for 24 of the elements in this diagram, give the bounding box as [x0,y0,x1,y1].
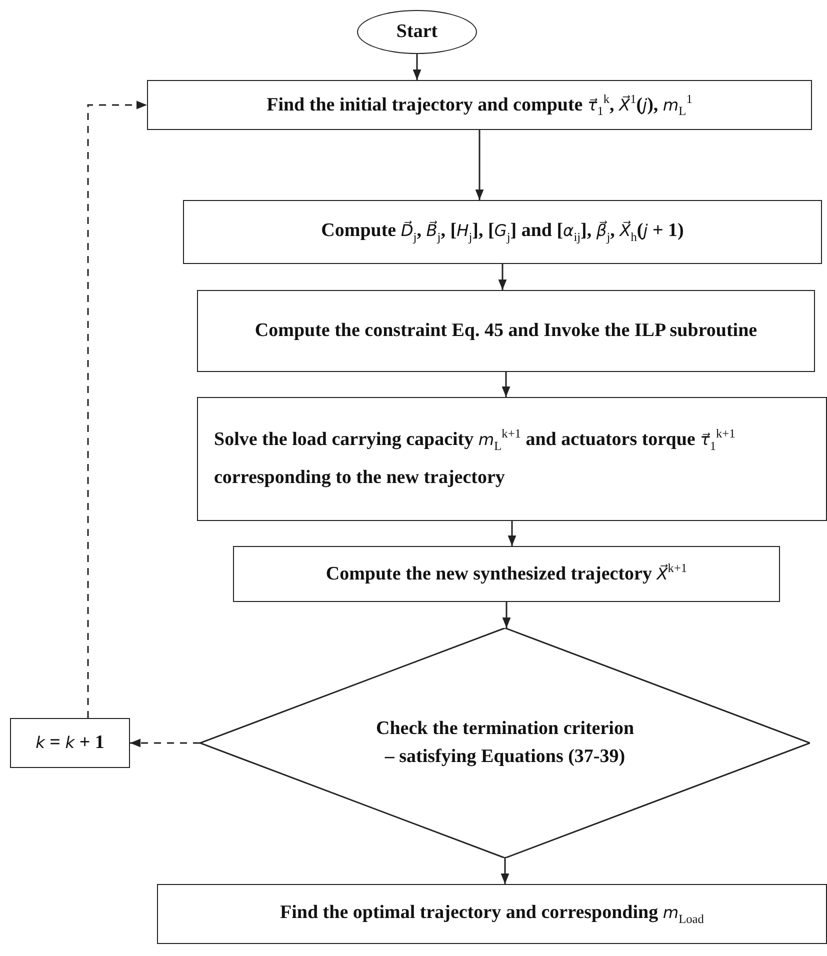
arrow [498,264,507,290]
process-box [233,546,780,602]
arrow [502,372,510,397]
process-box [183,200,822,264]
node-text: Compute the constraint Eq. 45 and Invoke the ILP subroutine [254,318,758,343]
node-text: Compute D⃗$_{j}$, B⃗$_{j}$, [H$_{j}$], [G$_{j}$] and [α$_{ij}$], β⃗$_{j}$, X⃗$_{h}$(j + 1) [320,219,685,246]
process-box [197,397,827,521]
process-box [147,80,812,130]
node-text: Compute the new synthesized trajectory X⃗$^{k+1}$ [324,560,688,586]
process-box [10,718,130,768]
arrow [475,130,484,200]
arrow [502,602,511,628]
node-text: Check the termination criterion – satisfying Equations (37-39) [374,716,636,769]
arrow [130,738,200,748]
node-text: Start [395,20,439,44]
process-box [197,290,815,372]
node-text: Find the optimal trajectory and corresponding m$_{Load}$ [279,901,705,928]
arrow [412,54,422,80]
arrow [500,858,510,884]
decision-diamond [200,628,810,858]
arrow [87,100,147,718]
process-box [157,884,827,944]
node-text: k = k + 1 [34,730,106,755]
arrow [508,521,516,546]
